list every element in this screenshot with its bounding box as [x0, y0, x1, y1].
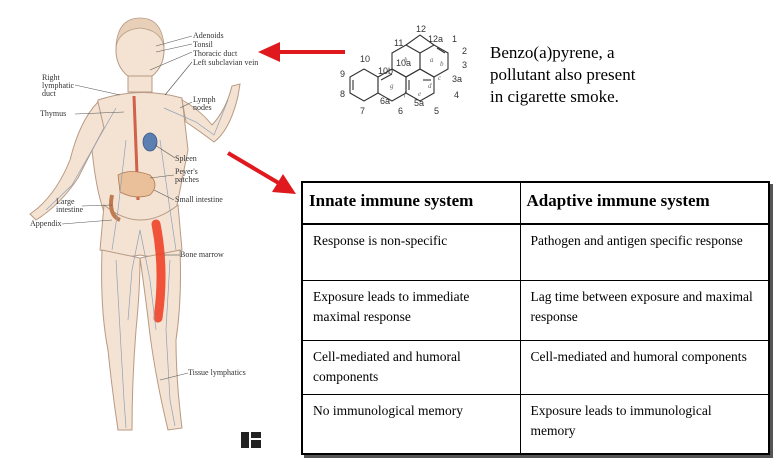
- benzo-a-pyrene-structure: 12 1 11 12a 2 10 10b 10a 9 8 6a 7 6 5a 5…: [330, 22, 500, 132]
- label-right-lymphatic-duct-3: duct: [42, 89, 56, 98]
- table-row: Response is non-specific Pathogen and an…: [301, 223, 770, 281]
- atom-8: 8: [340, 89, 345, 99]
- cell-adaptive-specificity: Pathogen and antigen specific response: [519, 223, 770, 281]
- ring-letter-e: e: [418, 90, 421, 98]
- atom-3: 3: [462, 60, 467, 70]
- label-right-lymphatic-duct-2: lymphatic: [42, 81, 74, 90]
- molecule-caption: Benzo(a)pyrene, a pollutant also present…: [490, 42, 730, 108]
- cell-innate-memory: No immunological memory: [301, 393, 521, 455]
- caption-line-1: Benzo(a)pyrene, a: [490, 43, 615, 62]
- atom-1: 1: [452, 34, 457, 44]
- atom-2: 2: [462, 46, 467, 56]
- ring-letter-g: g: [390, 82, 394, 90]
- ring-letter-a: a: [430, 56, 434, 64]
- label-peyers-patches-2: patches: [175, 175, 199, 184]
- caption-line-3: in cigarette smoke.: [490, 87, 619, 106]
- cell-adaptive-response: Lag time between exposure and maximal re…: [519, 279, 770, 341]
- atom-6: 6: [398, 106, 403, 116]
- atom-9: 9: [340, 69, 345, 79]
- atom-10: 10: [360, 54, 370, 64]
- label-small-intestine: Small intestine: [175, 195, 223, 204]
- label-left-subclavian-vein: Left subclavian vein: [193, 58, 259, 67]
- label-bone-marrow: Bone marrow: [180, 250, 224, 259]
- header-adaptive: Adaptive immune system: [519, 181, 770, 225]
- atom-10a: 10a: [396, 58, 411, 68]
- atom-11: 11: [394, 38, 403, 48]
- ring-letter-h: h: [404, 56, 408, 64]
- cell-adaptive-memory: Exposure leads to immunological memory: [519, 393, 770, 455]
- atom-5: 5: [434, 106, 439, 116]
- atom-6a: 6a: [380, 96, 390, 106]
- label-large-intestine-2: intestine: [56, 205, 84, 214]
- atom-4: 4: [454, 90, 459, 100]
- label-adenoids: Adenoids: [193, 31, 224, 40]
- atom-12a: 12a: [428, 34, 443, 44]
- atom-10b: 10b: [378, 66, 393, 76]
- label-appendix: Appendix: [30, 219, 62, 228]
- label-spleen: Spleen: [175, 154, 197, 163]
- atom-5a: 5a: [414, 98, 424, 108]
- ring-letter-b: b: [440, 60, 444, 68]
- label-thoracic-duct: Thoracic duct: [193, 49, 238, 58]
- label-tissue-lymphatics: Tissue lymphatics: [188, 368, 246, 377]
- label-tonsil: Tonsil: [193, 40, 213, 49]
- immune-comparison-table: Innate immune system Adaptive immune sys…: [301, 181, 770, 455]
- ring-letter-f: f: [404, 90, 407, 98]
- ring-letter-d: d: [428, 82, 432, 90]
- table-row: Cell-mediated and humoral components Cel…: [301, 339, 770, 395]
- label-large-intestine-1: Large: [56, 197, 75, 206]
- label-lymph-nodes-2: nodes: [193, 103, 212, 112]
- atom-7: 7: [360, 106, 365, 116]
- table-row: Exposure leads to immediate maximal resp…: [301, 279, 770, 341]
- atom-3a: 3a: [452, 74, 462, 84]
- table-row: No immunological memory Exposure leads t…: [301, 393, 770, 455]
- cell-adaptive-components: Cell-mediated and humoral components: [519, 339, 770, 395]
- caption-line-2: pollutant also present: [490, 65, 636, 84]
- label-lymph-nodes-1: Lymph: [193, 95, 216, 104]
- cell-innate-response: Exposure leads to immediate maximal resp…: [301, 279, 521, 341]
- cell-innate-specificity: Response is non-specific: [301, 223, 521, 281]
- molecule-diagram: 12 1 11 12a 2 10 10b 10a 9 8 6a 7 6 5a 5…: [340, 24, 467, 116]
- lymphatic-system-illustration: Adenoids Tonsil Thoracic duct Left subcl…: [0, 0, 290, 461]
- cell-innate-components: Cell-mediated and humoral components: [301, 339, 521, 395]
- ring-letter-c: c: [438, 74, 442, 82]
- table-header-row: Innate immune system Adaptive immune sys…: [301, 181, 770, 225]
- human-body-figure: [29, 17, 241, 431]
- header-innate: Innate immune system: [301, 181, 521, 225]
- label-right-lymphatic-duct-1: Right: [42, 73, 60, 82]
- publisher-logo-icon: [241, 432, 261, 448]
- label-peyers-patches-1: Peyer's: [175, 167, 198, 176]
- label-thymus: Thymus: [40, 109, 67, 118]
- atom-12: 12: [416, 24, 426, 34]
